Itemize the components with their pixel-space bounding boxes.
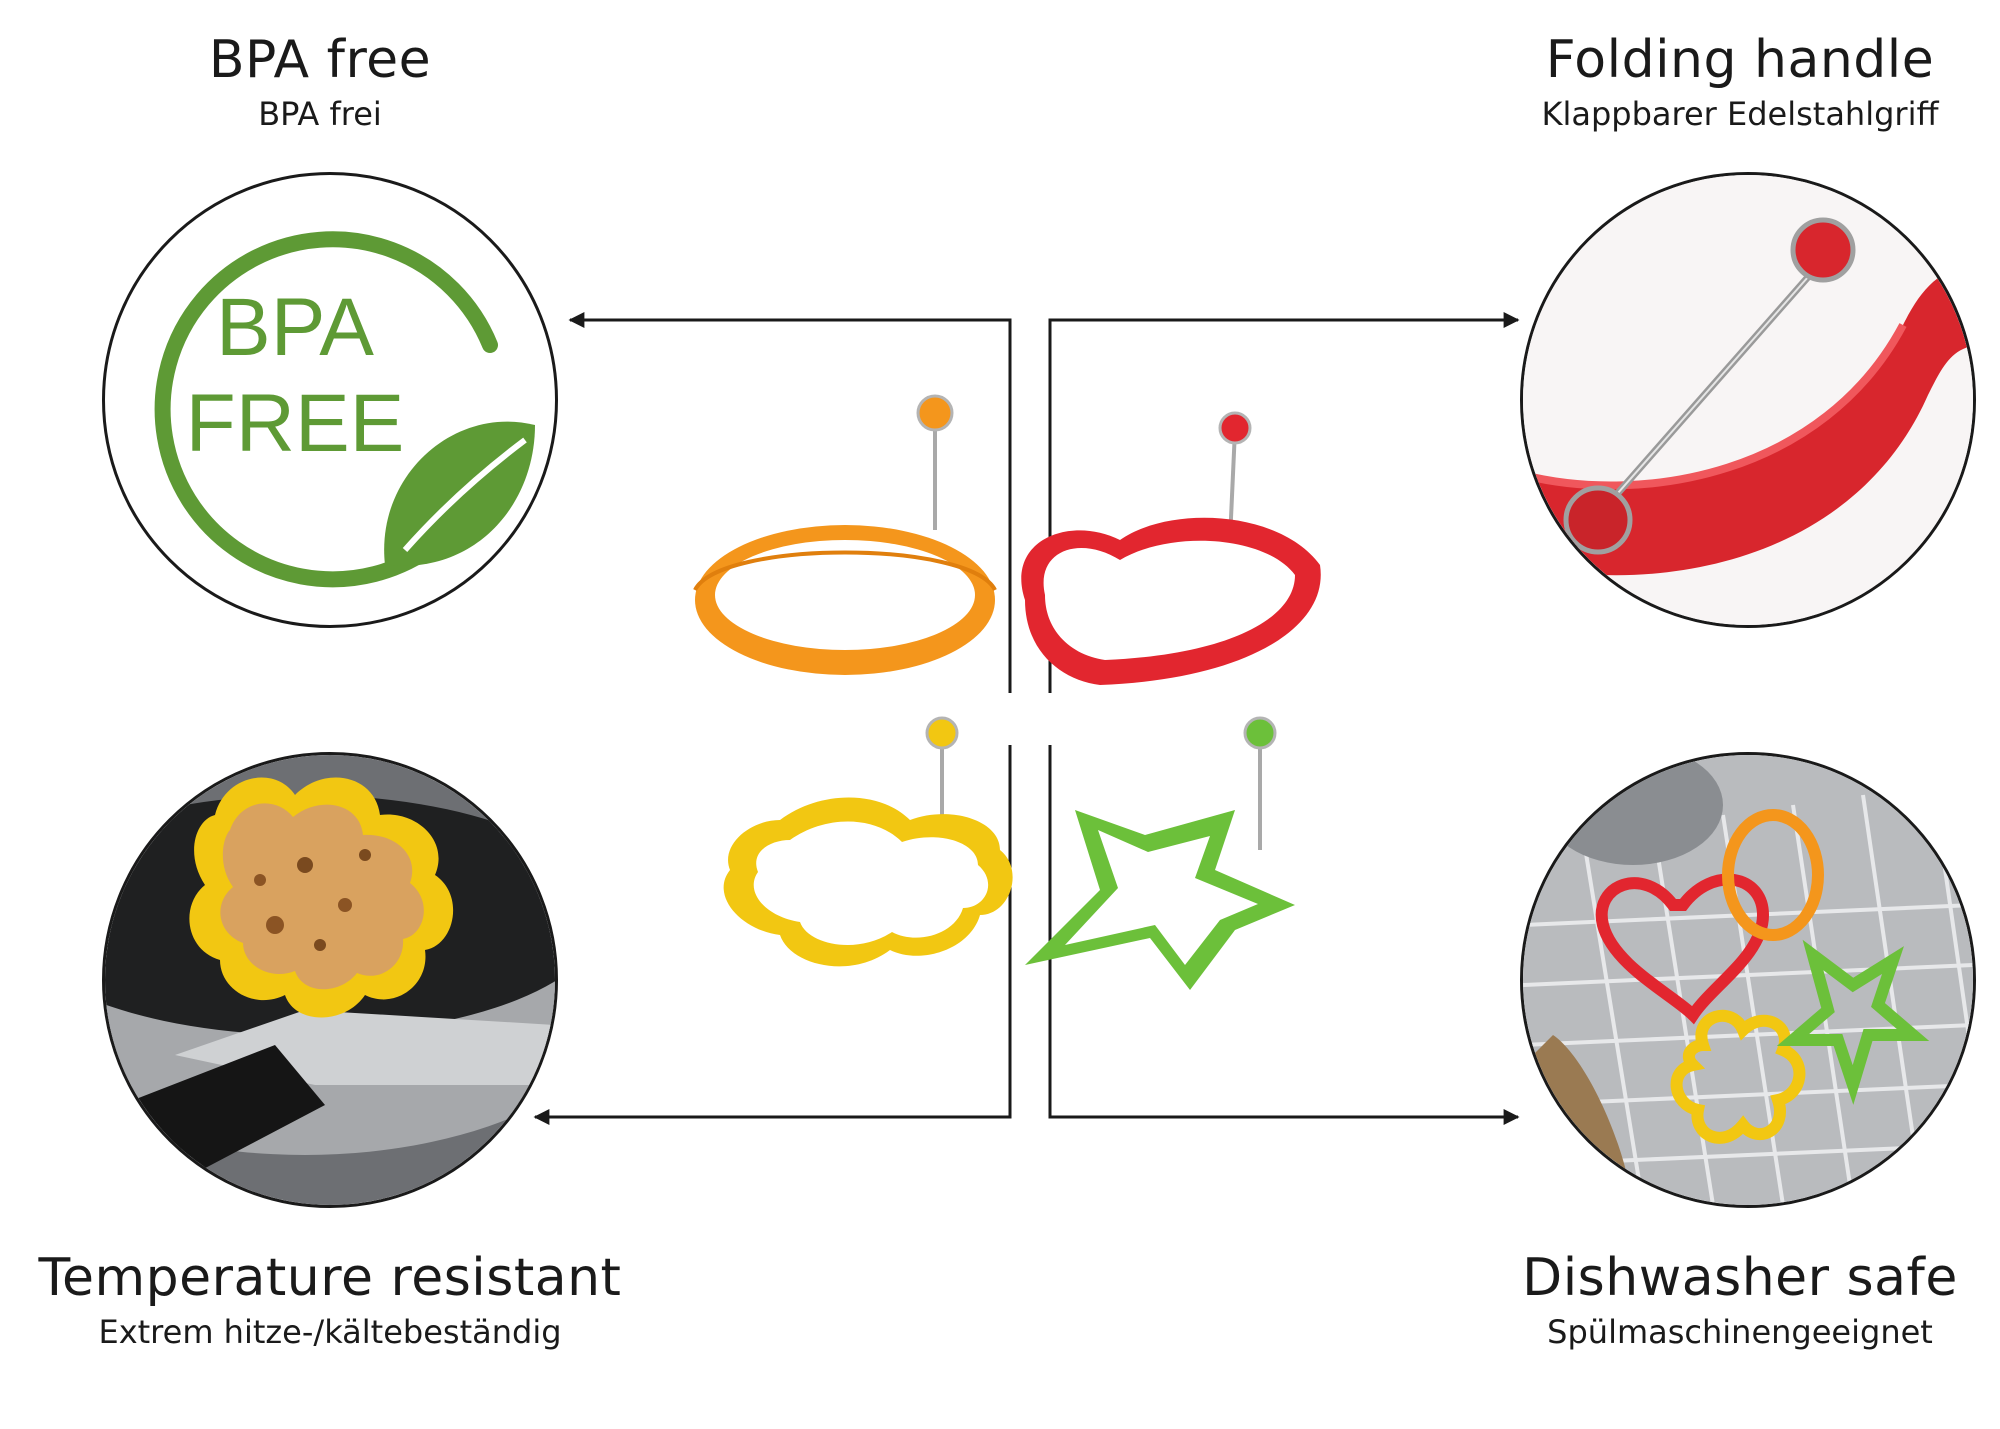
dishwasher-safe-photo: [1520, 752, 1976, 1208]
flower-ring-yellow: [723, 716, 1013, 967]
feature-subtitle: BPA frei: [258, 95, 382, 134]
feature-title: BPA free: [208, 30, 432, 90]
feature-subtitle: Extrem hitze-/kältebeständig: [98, 1313, 562, 1352]
dishwasher-rack-illustration: [1523, 755, 1973, 1205]
feature-temperature-resistant: Temperature resistant Extrem hitze-/kält…: [0, 1248, 660, 1352]
egg-rings-product-image: [693, 394, 1321, 990]
feature-folding-handle: Folding handle Klappbarer Edelstahlgriff: [1480, 30, 2000, 134]
star-ring-green: [1025, 716, 1295, 990]
feature-subtitle: Spülmaschinengeeignet: [1547, 1313, 1933, 1352]
feature-title: Folding handle: [1545, 30, 1935, 90]
arrow-to-bpa: [568, 312, 1012, 693]
folding-handle-illustration: [1523, 175, 1973, 625]
round-ring-orange: [693, 394, 997, 675]
feature-bpa-free: BPA free BPA frei: [120, 30, 520, 134]
pancake-pan-illustration: [105, 755, 555, 1205]
bpa-free-badge-circle: BPA FREE: [102, 172, 558, 628]
badge-line2: FREE: [186, 378, 405, 469]
badge-line1: BPA: [216, 282, 374, 373]
arrow-to-dishwasher: [1048, 745, 1520, 1125]
temperature-resistant-photo: [102, 752, 558, 1208]
feature-dishwasher-safe: Dishwasher safe Spülmaschinengeeignet: [1480, 1248, 2000, 1352]
bpa-free-badge-icon: BPA FREE: [154, 231, 535, 588]
feature-title: Temperature resistant: [38, 1248, 622, 1308]
feature-title: Dishwasher safe: [1522, 1248, 1958, 1308]
folding-handle-photo: [1520, 172, 1976, 628]
heart-ring-red: [1021, 411, 1321, 685]
feature-subtitle: Klappbarer Edelstahlgriff: [1541, 95, 1939, 134]
